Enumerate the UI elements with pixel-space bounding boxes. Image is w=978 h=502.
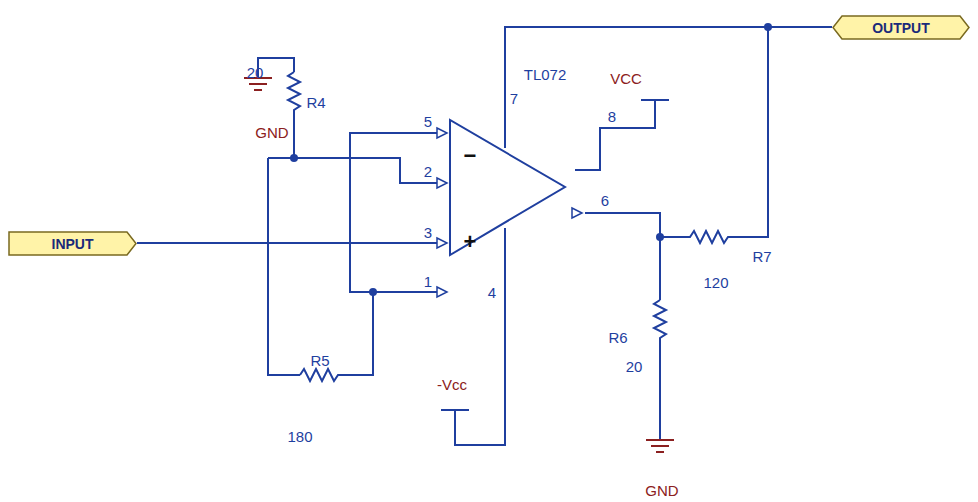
part-name: R5 bbox=[310, 353, 329, 368]
input-sign: − bbox=[464, 145, 477, 167]
resistor-value: 120 bbox=[703, 275, 728, 290]
pin-number: 2 bbox=[424, 164, 432, 179]
pin-number: 8 bbox=[608, 109, 616, 124]
pin-number: 6 bbox=[601, 193, 609, 208]
wire bbox=[350, 133, 437, 292]
pin-number: 1 bbox=[424, 274, 432, 289]
ground-label: GND bbox=[645, 483, 678, 498]
pin-number: 4 bbox=[488, 285, 496, 300]
resistor-symbol bbox=[660, 27, 768, 243]
port-name: OUTPUT bbox=[872, 21, 930, 35]
pin-number: 3 bbox=[424, 225, 432, 240]
port-name: INPUT bbox=[52, 237, 94, 251]
vcc-symbol bbox=[641, 99, 669, 101]
pin-number: 7 bbox=[510, 91, 518, 106]
resistor-value: 20 bbox=[626, 359, 643, 374]
supply-label: VCC bbox=[610, 71, 642, 86]
wire bbox=[137, 242, 437, 244]
opamp-symbol bbox=[450, 120, 565, 255]
resistor-value: 180 bbox=[287, 429, 312, 444]
part-name: R4 bbox=[306, 95, 325, 110]
input-sign: + bbox=[464, 231, 477, 253]
port-tag: INPUT bbox=[8, 231, 137, 256]
vcc-symbol bbox=[441, 409, 469, 411]
resistor-symbol bbox=[288, 72, 300, 158]
wire bbox=[268, 158, 300, 375]
wire bbox=[455, 228, 505, 445]
resistor-symbol bbox=[654, 300, 666, 440]
wire bbox=[585, 213, 660, 300]
part-name: R7 bbox=[752, 249, 771, 264]
part-name: TL072 bbox=[524, 67, 567, 82]
supply-label: -Vcc bbox=[437, 377, 467, 392]
wire bbox=[575, 100, 655, 170]
part-name: R6 bbox=[608, 330, 627, 345]
pin-number: 5 bbox=[424, 114, 432, 129]
resistor-value: 20 bbox=[247, 65, 264, 80]
wire bbox=[505, 27, 832, 148]
port-tag: OUTPUT bbox=[832, 15, 970, 40]
ground-label: GND bbox=[255, 125, 288, 140]
resistor-symbol bbox=[300, 292, 373, 381]
